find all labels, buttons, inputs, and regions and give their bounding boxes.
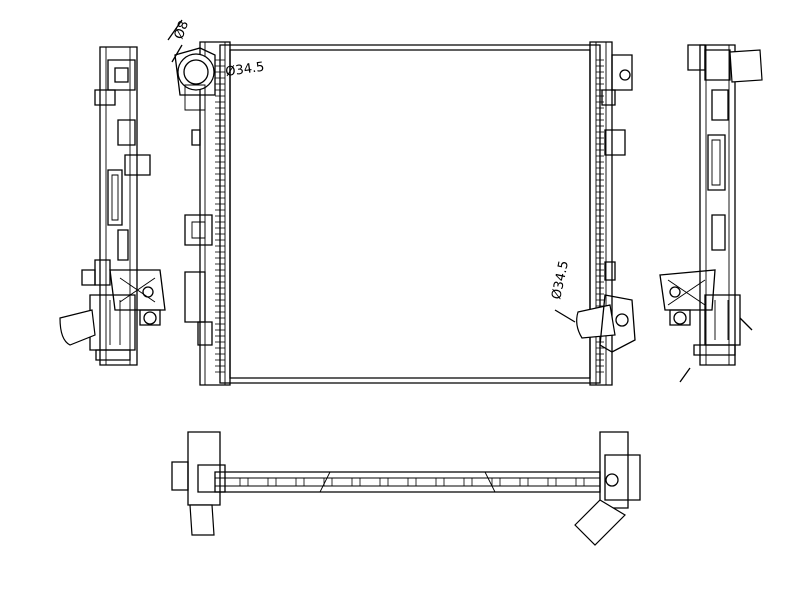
left-tank-ribs — [215, 59, 225, 373]
mount-slot — [239, 477, 249, 487]
mount-slot — [519, 477, 529, 487]
dim-bottom-outlet: Ø34.5 — [549, 259, 572, 300]
bottom-mount-slots — [239, 477, 585, 487]
right-side-view — [659, 44, 763, 383]
top-outlet-circle — [177, 53, 215, 91]
mount-slot — [407, 477, 417, 487]
dim-top-outlet: Ø34.5 — [224, 60, 265, 80]
mount-slot — [575, 477, 585, 487]
bottom-view — [171, 431, 641, 546]
left-side-view — [59, 46, 166, 366]
mount-slot — [547, 477, 557, 487]
dim-small-port: Ø8 — [172, 19, 192, 42]
mount-slot — [323, 477, 333, 487]
mount-slot — [379, 477, 389, 487]
mount-slot — [295, 477, 305, 487]
mount-slot — [267, 477, 277, 487]
mount-slot — [463, 477, 473, 487]
dimension-labels: Ø8 Ø34.5 Ø34.5 — [172, 19, 572, 301]
mount-slot — [351, 477, 361, 487]
mount-slot — [491, 477, 501, 487]
bottom-outlet-pipe — [576, 304, 616, 339]
mount-slot — [435, 477, 445, 487]
front-view — [167, 19, 636, 386]
